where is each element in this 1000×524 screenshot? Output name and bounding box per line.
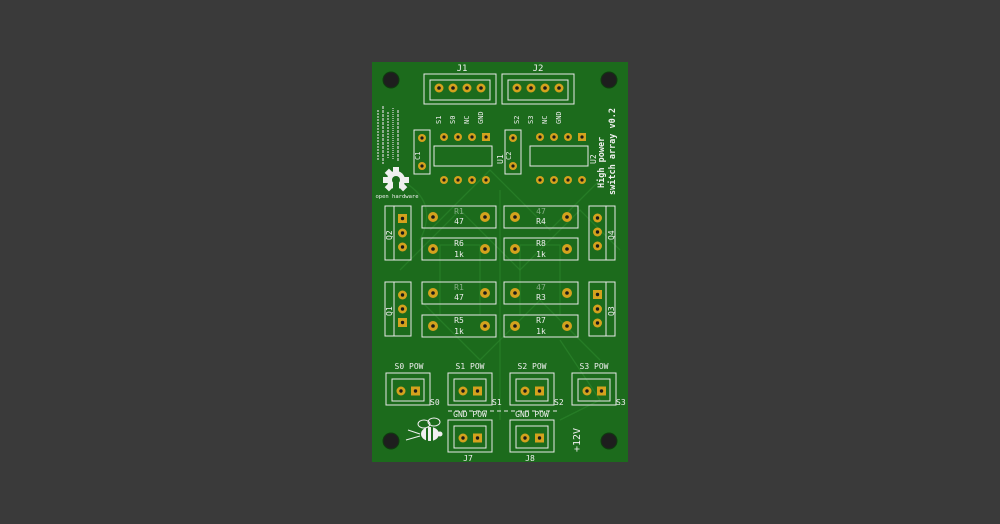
q1-ref: Q1 [385,306,394,316]
supply-voltage-label: +12V [572,428,583,452]
transistor-q4: Q4 [588,205,616,261]
svg-text:47: 47 [454,217,464,226]
svg-text:1k: 1k [454,327,464,336]
connector-j2: J2 S2 S3 NC GND [501,64,575,124]
board-title: High power switch array v0.2 [596,108,618,195]
svg-text:S1: S1 [492,398,502,407]
transistor-q2: Q2 [384,205,412,261]
mount-hole-top-right [600,71,618,89]
resistor-r1-top: R1 47 [421,205,497,229]
u2-ref: U2 [589,154,598,164]
svg-text:47: 47 [536,283,546,292]
resistor-r5: R5 1k [421,314,497,338]
svg-text:R3: R3 [536,293,546,302]
svg-text:R6: R6 [454,239,464,248]
svg-text:J8: J8 [525,454,535,463]
u1-ref: U1 [496,154,505,164]
j2-pin-label: S2 [513,116,521,124]
power-header-s3: S3 POW S3 [571,362,626,407]
j2-pin-label: S3 [527,116,535,124]
svg-text:S3: S3 [616,398,626,407]
svg-text:47: 47 [454,293,464,302]
resistor-r4: 47 R4 [503,205,579,229]
svg-text:S0 POW: S0 POW [395,362,424,371]
svg-text:1k: 1k [454,250,464,259]
title-line1: High power [596,137,607,188]
j1-pin-label: S0 [449,116,457,124]
open-hardware-logo: open hardware [375,167,419,200]
svg-text:R5: R5 [454,316,464,325]
ic-u1: U1 [433,133,505,184]
connector-j1: J1 S1 S0 NC GND [423,64,497,124]
mounting-holes [382,71,618,450]
resistor-r6: R6 1k [421,237,497,261]
power-header-s1: S1 POW S1 [447,362,502,407]
power-header-s0: S0 POW S0 [385,362,440,407]
j2-ref: J2 [533,64,544,74]
power-header-s2: S2 POW S2 [509,362,564,407]
svg-text:1k: 1k [536,250,546,259]
svg-text:47: 47 [536,207,546,216]
mount-hole-bottom-right [600,432,618,450]
info-text-block [377,106,399,164]
q2-ref: Q2 [385,230,394,240]
title-line2: switch array v0.2 [607,108,618,195]
c2-ref: C2 [505,152,513,160]
svg-text:GND POW: GND POW [453,410,487,419]
j1-pin-label: GND [477,111,485,124]
bee-icon [405,417,443,441]
resistor-r7: R7 1k [503,314,579,338]
capacitor-c2: C2 [504,129,522,175]
mount-hole-top-left [382,71,400,89]
transistor-q3: Q3 [588,281,616,337]
svg-text:S1 POW: S1 POW [456,362,485,371]
logo-text: open hardware [375,194,418,200]
j1-pin-label: S1 [435,116,443,124]
supply-header-j7: GND POW J7 [447,410,493,463]
svg-text:GND POW: GND POW [515,410,549,419]
svg-text:R4: R4 [536,217,546,226]
j1-ref: J1 [457,64,468,74]
q4-ref: Q4 [607,230,616,240]
mount-hole-bottom-left [382,432,400,450]
ic-u2: U2 [529,133,598,184]
transistor-q1: Q1 [384,281,412,337]
resistor-r1-bottom: R1 47 [421,281,497,305]
supply-header-j8: GND POW J8 [509,410,555,463]
svg-text:S2: S2 [554,398,564,407]
svg-text:R8: R8 [536,239,546,248]
svg-text:R1: R1 [454,283,464,292]
svg-text:R1: R1 [454,207,464,216]
c1-ref: C1 [414,152,422,160]
svg-text:R7: R7 [536,316,546,325]
j2-pin-label: NC [541,116,549,124]
svg-text:S0: S0 [430,398,440,407]
svg-text:J7: J7 [463,454,473,463]
resistor-r3: 47 R3 [503,281,579,305]
svg-text:1k: 1k [536,327,546,336]
svg-text:S3 POW: S3 POW [580,362,609,371]
j2-pin-label: GND [555,111,563,124]
q3-ref: Q3 [607,306,616,316]
j1-pin-label: NC [463,116,471,124]
resistor-r8: R8 1k [503,237,579,261]
capacitor-c1: C1 [413,129,431,175]
svg-text:S2 POW: S2 POW [518,362,547,371]
